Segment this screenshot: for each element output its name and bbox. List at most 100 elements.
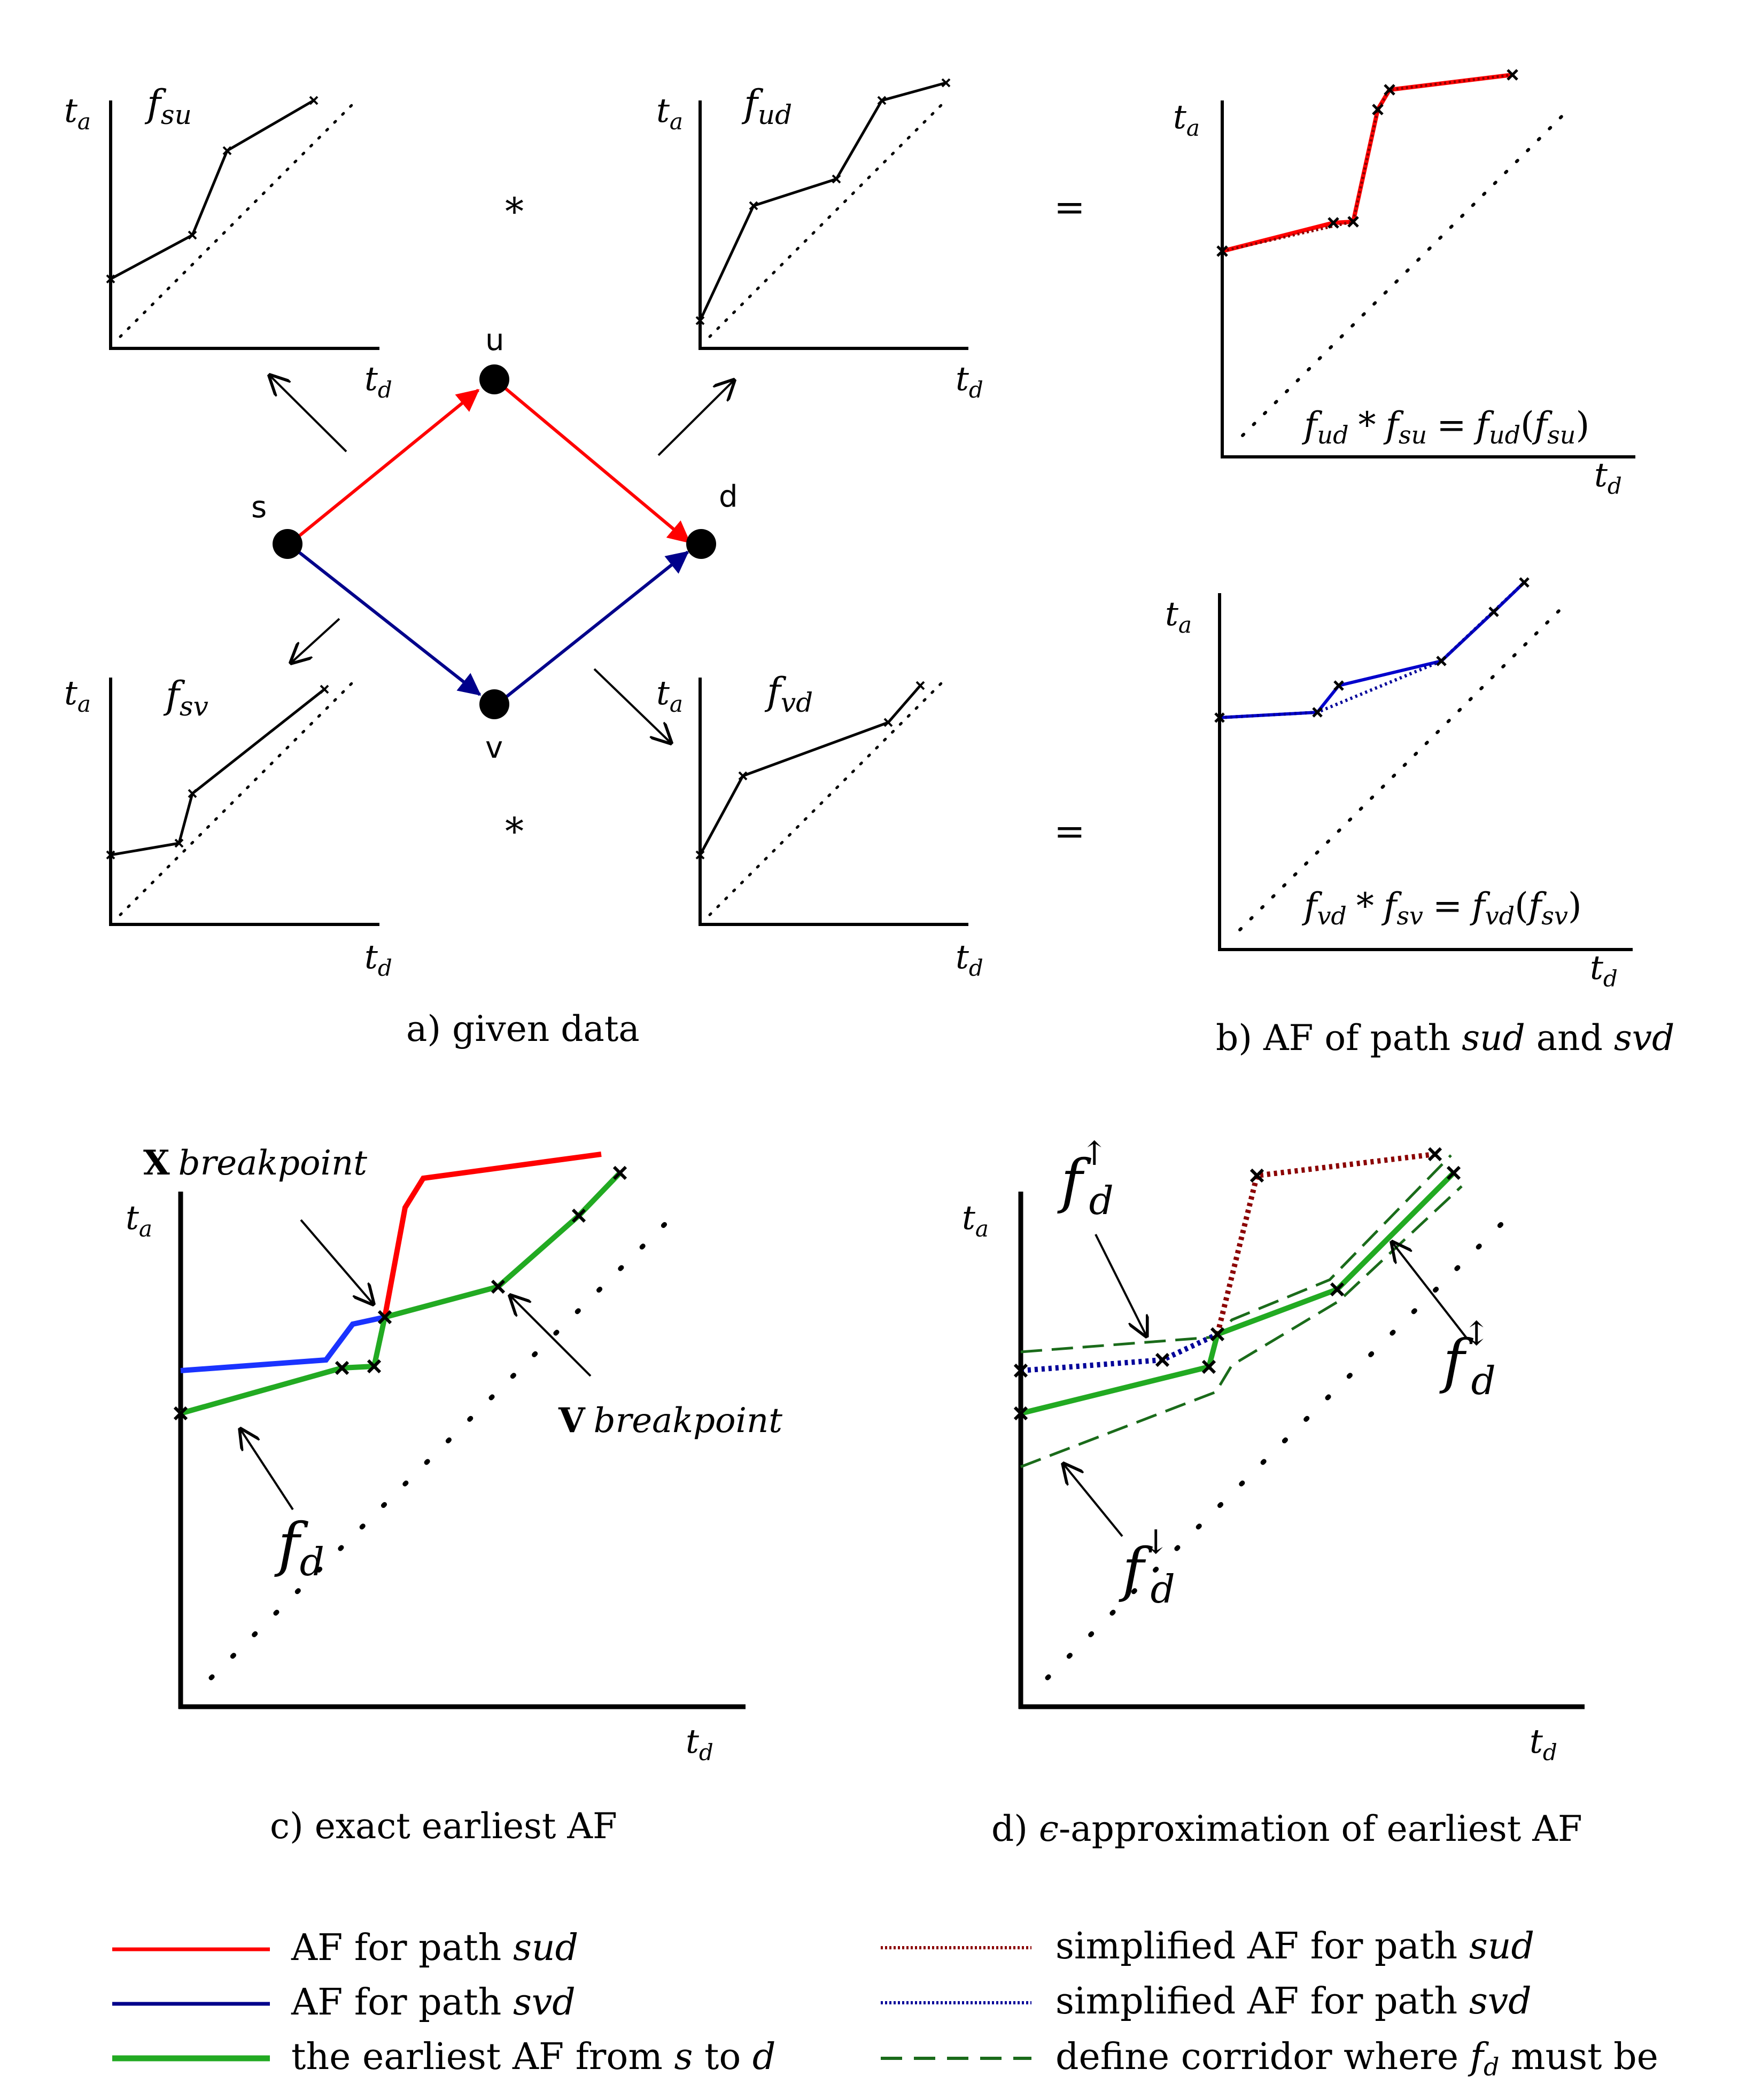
td-label: td bbox=[364, 937, 392, 981]
diagonal bbox=[1241, 111, 1567, 437]
f-updown-label: f↕d bbox=[1439, 1314, 1496, 1403]
fud-line bbox=[699, 81, 946, 322]
breakpoint-markers bbox=[695, 78, 951, 325]
node-v-label: v bbox=[485, 730, 503, 765]
legend-label-sud: AF for path sud bbox=[291, 1927, 578, 1969]
legend: AF for path sud AF for path svd the earl… bbox=[112, 1925, 1658, 2081]
panel-d: ta td f↑d f↕d f↓d d) ϵ-approximation of … bbox=[962, 1134, 1585, 1849]
breakpoint-markers bbox=[1013, 1147, 1461, 1421]
sud-line bbox=[382, 1152, 602, 1318]
breakpoint-markers bbox=[173, 1165, 627, 1421]
svd-line bbox=[180, 1315, 386, 1373]
legend-item-simplified-svd: simplified AF for path svd bbox=[881, 1980, 1532, 2023]
td-label: td bbox=[1530, 1722, 1557, 1765]
td-label: td bbox=[686, 1722, 713, 1765]
td-label: td bbox=[956, 359, 983, 403]
td-label: td bbox=[364, 359, 392, 403]
panel-b: = = ta td fud*fsu=fud(fsu) bbox=[1054, 69, 1674, 1059]
edge-s-u bbox=[290, 388, 480, 544]
legend-label-earliest: the earliest AF from s to d bbox=[291, 2036, 775, 2078]
fvd-line bbox=[699, 685, 921, 856]
fsu-label: fsu bbox=[144, 82, 192, 130]
compose-operator-bottom: * bbox=[505, 810, 524, 853]
corridor-lower bbox=[1020, 1185, 1463, 1468]
td-label: td bbox=[1594, 455, 1622, 499]
f-lower-arrow bbox=[1064, 1464, 1123, 1537]
td-label: td bbox=[1590, 948, 1618, 992]
caption-d: d) ϵ-approximation of earliest AF bbox=[991, 1808, 1582, 1849]
compose-operator-top: * bbox=[505, 190, 524, 234]
fd-arrow bbox=[240, 1429, 294, 1511]
pointer-sv bbox=[291, 618, 340, 663]
fvd-label: fvd bbox=[764, 670, 813, 718]
ta-label: ta bbox=[962, 1198, 989, 1242]
node-s bbox=[273, 529, 302, 559]
legend-label-svd: AF for path svd bbox=[291, 1981, 576, 2024]
diagonal bbox=[1238, 605, 1565, 931]
plot-fsu: ta td fsu bbox=[64, 82, 392, 403]
breakpoint-markers bbox=[1216, 69, 1518, 257]
node-u bbox=[479, 364, 509, 394]
legend-label-simplified-svd: simplified AF for path svd bbox=[1055, 1980, 1532, 2023]
formula-top: fud*fsu=fud(fsu) bbox=[1301, 405, 1589, 449]
fsu-line bbox=[110, 99, 315, 281]
node-v bbox=[479, 689, 509, 719]
pointer-vd bbox=[593, 668, 671, 743]
fd-label: fd bbox=[274, 1510, 324, 1584]
equals-top: = bbox=[1054, 185, 1085, 229]
ta-label: ta bbox=[656, 91, 683, 135]
diagonal bbox=[208, 1210, 679, 1681]
diagonal bbox=[1045, 1208, 1518, 1681]
edge-v-d bbox=[496, 550, 689, 706]
fd-line bbox=[180, 1171, 622, 1416]
legend-label-simplified-sud: simplified AF for path sud bbox=[1055, 1925, 1534, 1967]
f-lower-label: f↓d bbox=[1119, 1522, 1175, 1612]
ta-label: ta bbox=[64, 91, 91, 135]
legend-item-earliest: the earliest AF from s to d bbox=[112, 2036, 775, 2078]
ta-label: ta bbox=[1165, 594, 1192, 638]
legend-item-simplified-sud: simplified AF for path sud bbox=[881, 1925, 1534, 1967]
ta-label: ta bbox=[656, 673, 683, 717]
caption-a: a) given data bbox=[406, 1008, 640, 1049]
legend-label-corridor: define corridor where fd must be bbox=[1055, 2036, 1658, 2081]
pointer-ud bbox=[657, 380, 734, 456]
diagonal bbox=[708, 680, 945, 916]
legend-item-corridor: define corridor where fd must be bbox=[881, 2036, 1658, 2081]
graph: s u d v bbox=[251, 323, 738, 765]
edge-u-d bbox=[495, 379, 691, 544]
node-s-label: s bbox=[251, 490, 267, 525]
svd-line bbox=[1219, 581, 1526, 719]
pointer-su bbox=[270, 376, 347, 453]
f-updown-arrow bbox=[1392, 1242, 1468, 1340]
fsv-line bbox=[110, 688, 325, 857]
sud-line bbox=[1222, 73, 1513, 253]
plot-sud-result: ta td fud*fsu=fud(fsu) bbox=[1173, 69, 1635, 499]
td-label: td bbox=[956, 937, 983, 981]
node-u-label: u bbox=[485, 323, 505, 357]
breakpoint-markers bbox=[1214, 577, 1530, 723]
plot-fud: ta td fud bbox=[656, 78, 983, 403]
edge-s-v bbox=[290, 545, 482, 696]
sud-simplified bbox=[1222, 73, 1513, 253]
breakpoint-markers bbox=[695, 681, 925, 860]
plot-fvd: ta td fvd bbox=[656, 670, 983, 981]
plot-svd-result: ta td fvd*fsv=fvd(fsv) bbox=[1165, 577, 1633, 992]
f-upper-label: f↑d bbox=[1057, 1134, 1114, 1223]
legend-item-sud: AF for path sud bbox=[112, 1927, 578, 1969]
svd-simplified bbox=[1219, 581, 1526, 719]
ta-label: ta bbox=[1173, 97, 1200, 141]
diagonal bbox=[119, 103, 354, 338]
ta-label: ta bbox=[126, 1198, 152, 1242]
ta-label: ta bbox=[64, 673, 91, 717]
caption-b: b) AF of path sud and svd bbox=[1216, 1017, 1674, 1059]
diagonal bbox=[708, 102, 945, 338]
f-upper-arrow bbox=[1095, 1234, 1146, 1336]
fd-line bbox=[1020, 1171, 1456, 1416]
corridor-upper bbox=[1020, 1154, 1452, 1354]
x-breakpoint-arrow bbox=[300, 1219, 373, 1304]
fud-label: fud bbox=[741, 82, 792, 130]
breakpoint-markers bbox=[106, 96, 319, 284]
panel-a: ta td fsu ta td fud bbox=[64, 78, 983, 1049]
